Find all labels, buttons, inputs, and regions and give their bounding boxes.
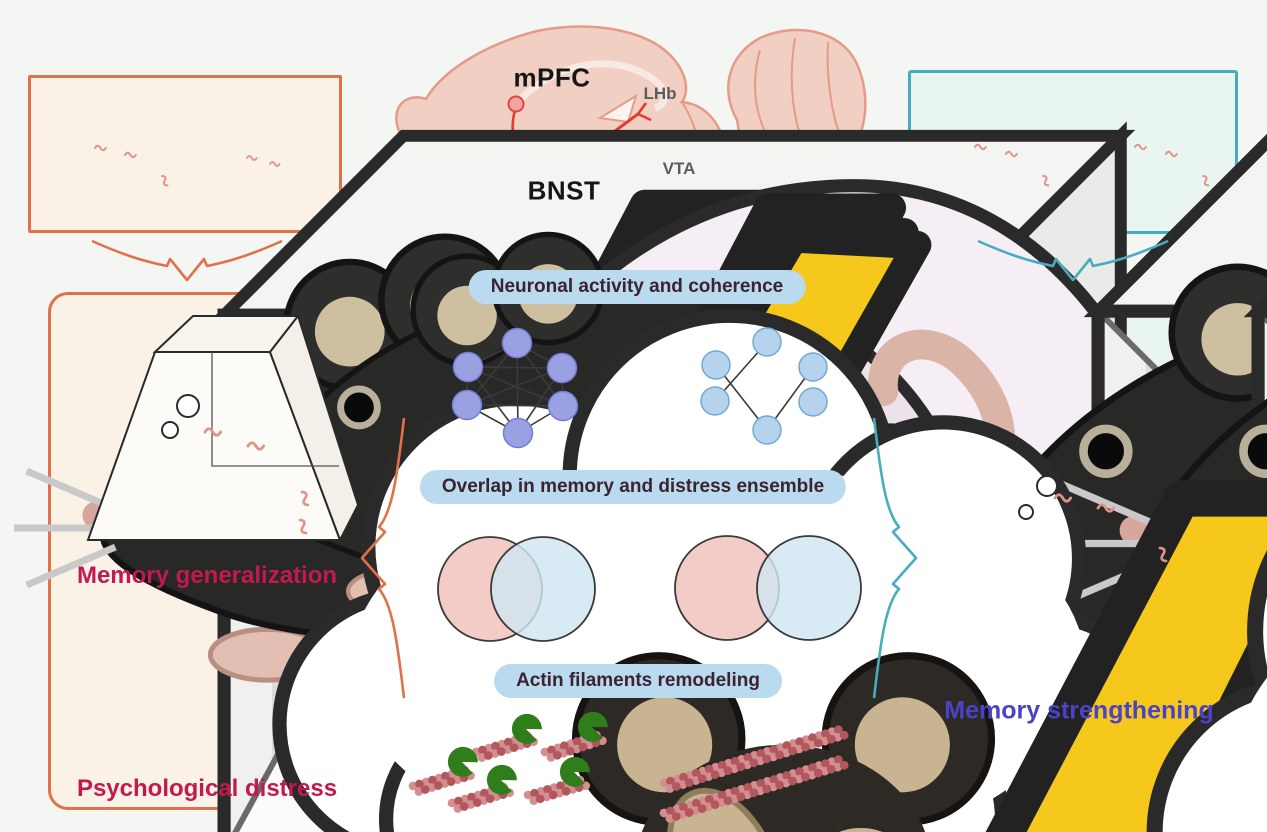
actin-remodeling-pill: Actin filaments remodeling	[494, 664, 782, 698]
memory-strengthening-label: Memory strengthening	[944, 696, 1214, 725]
memory-generalization-panel	[48, 292, 362, 810]
shock-chamber-icon	[1257, 130, 1267, 832]
psychological-distress-label: Psychological distress	[76, 775, 338, 802]
memory-strengthening-panel	[918, 292, 1240, 828]
arrow-down-left-icon	[91, 239, 283, 282]
overlap-ensemble-pill: Overlap in memory and distress ensemble	[419, 470, 847, 504]
middle-column-strengthening	[653, 289, 876, 826]
cerebellum-icon	[727, 28, 867, 180]
bnst-label: BNST	[527, 175, 601, 206]
mpfc-label: mPFC	[513, 62, 591, 93]
conditioning-contexts-box-left	[28, 75, 342, 233]
vta-label: VTA	[662, 159, 696, 178]
neuronal-activity-pill: Neuronal activity and coherence	[468, 270, 806, 304]
arrow-down-right-icon	[977, 239, 1169, 282]
bnst-circuit-icon	[507, 95, 652, 184]
middle-column-generalization	[403, 289, 624, 826]
brain-icon	[395, 25, 868, 233]
lhb-label: LHb	[643, 84, 677, 103]
arrow-right-icon	[872, 417, 918, 699]
arrow-left-icon	[360, 417, 406, 699]
memory-generalization-label: Memory generalization	[76, 562, 338, 589]
conditioning-contexts-box-right	[908, 70, 1238, 234]
